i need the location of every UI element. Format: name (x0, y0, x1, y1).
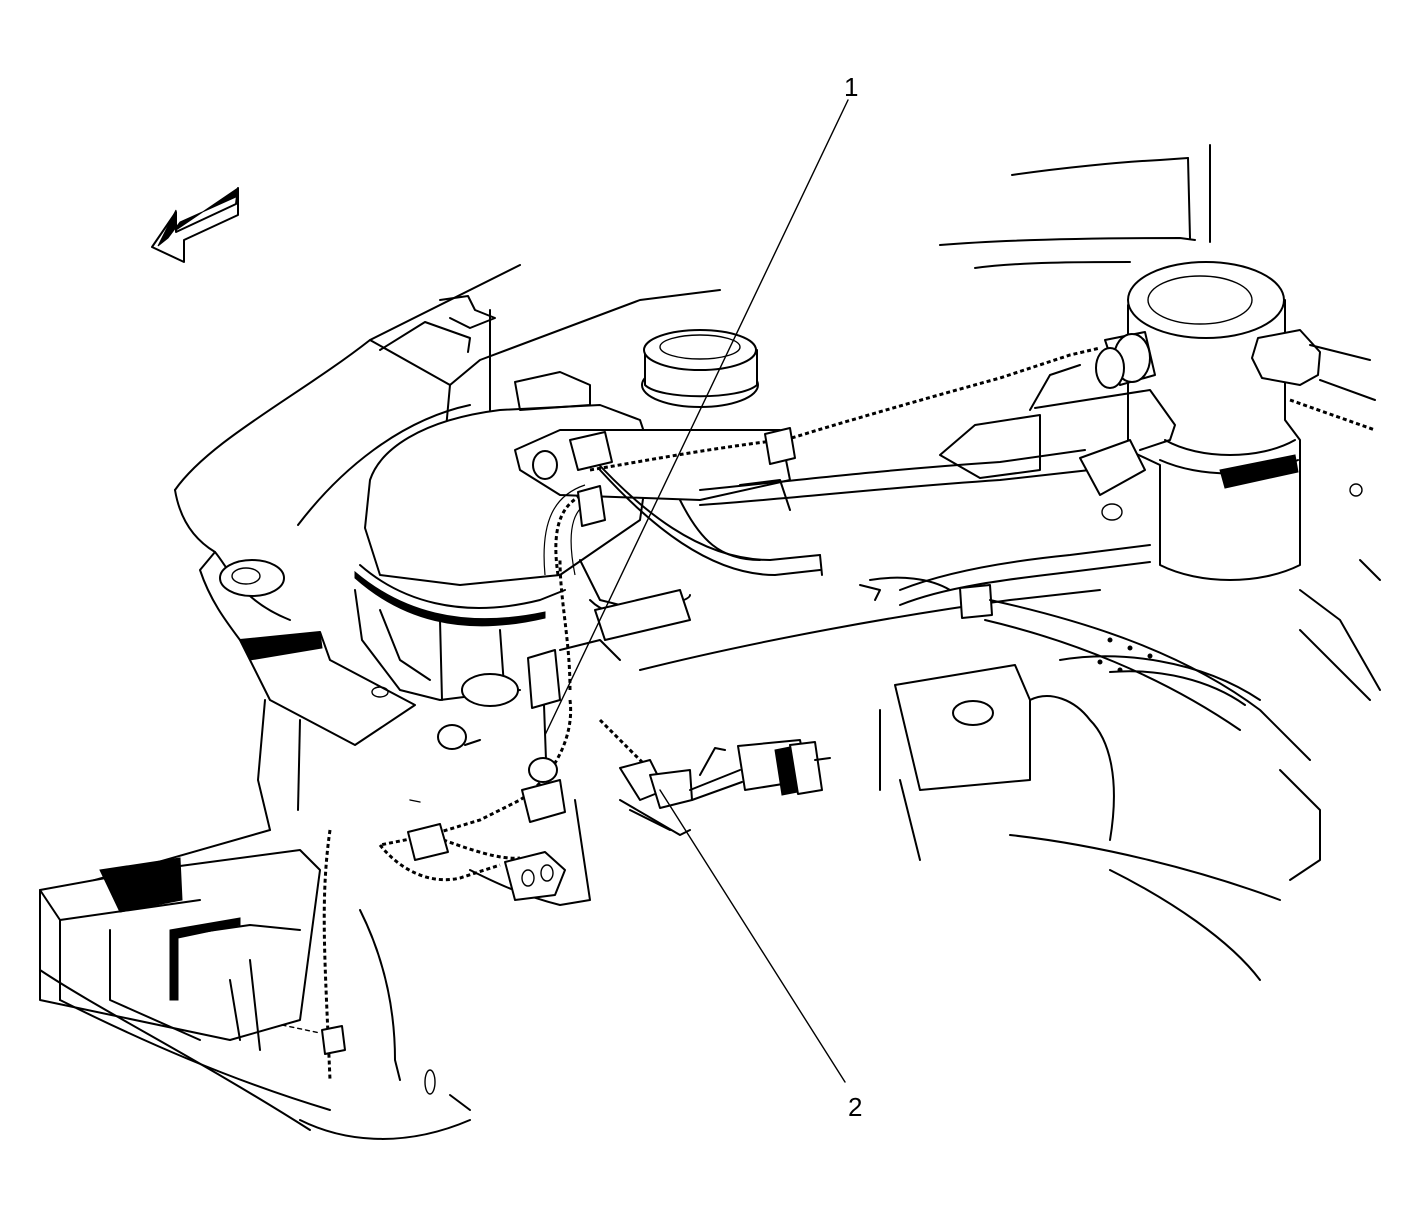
cowl-panel (174, 264, 721, 641)
callout-1-label: 1 (844, 72, 858, 102)
canister-bracket (939, 364, 1176, 521)
wheelhouse-right (639, 483, 1381, 761)
callout-leader-2 (659, 789, 846, 1083)
upper-body-panels (939, 144, 1211, 269)
sensor-connector (619, 739, 831, 809)
fastener-hints (281, 799, 421, 1034)
grommet-left (219, 559, 285, 597)
callout-2-label: 2 (848, 1092, 862, 1122)
radiator-support (299, 799, 691, 1140)
brake-line-right (699, 449, 1151, 606)
frame-rail-box (879, 664, 1321, 981)
brake-fluid-reservoir (354, 329, 759, 701)
canister-right (1095, 261, 1376, 581)
battery-tray (39, 849, 331, 1131)
harness-clips (321, 427, 796, 1055)
callout-leader-1 (544, 99, 849, 736)
front-direction-arrow-icon (151, 187, 239, 263)
wheelhouse-holes (1097, 637, 1153, 673)
